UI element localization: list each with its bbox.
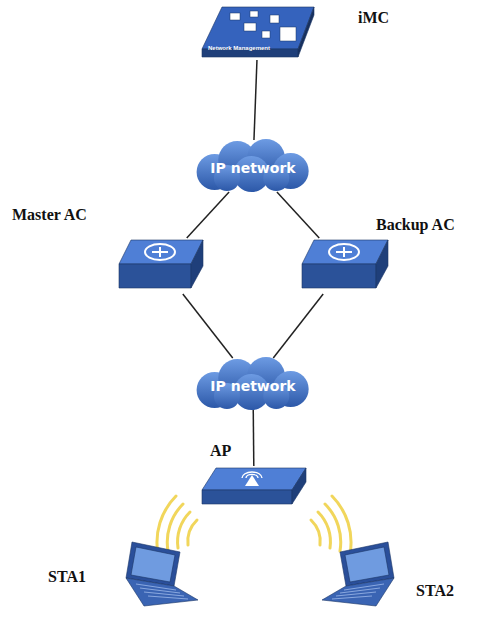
device-label: Master AC (12, 206, 87, 224)
management-server: Network ManagementiMC (200, 5, 316, 60)
device-icon (318, 540, 410, 608)
network-link (277, 192, 319, 238)
laptop-keys (144, 592, 184, 596)
cloud-shape (197, 357, 309, 410)
device-label: STA1 (48, 568, 86, 586)
board-chip (250, 11, 258, 17)
laptop-keys (336, 592, 376, 596)
board-top (202, 7, 314, 49)
device-label: STA2 (416, 582, 454, 600)
device-label: Backup AC (376, 216, 455, 234)
top-face (302, 240, 388, 264)
side-face (376, 240, 388, 288)
device-caption: Network Management (208, 45, 270, 52)
device-label: iMC (358, 9, 389, 27)
network-link (254, 60, 257, 140)
front-face (202, 490, 292, 504)
cloud-label: IP network (210, 379, 295, 394)
top-face (202, 468, 306, 490)
laptop-display (131, 547, 175, 582)
ac-symbol (329, 244, 359, 260)
board-chip (262, 31, 270, 38)
network-link (183, 294, 233, 358)
network-cloud: IP network (192, 140, 313, 192)
board-side (298, 7, 314, 57)
ap-symbol (245, 475, 259, 486)
laptop-keys (136, 584, 176, 590)
board-chip (270, 15, 279, 23)
cloud-shape (197, 139, 309, 192)
device-icon (110, 540, 202, 608)
board-chip (244, 23, 256, 31)
laptop-keys (148, 596, 188, 599)
ac-arrow (343, 247, 345, 257)
access-controller: Backup AC (300, 238, 390, 294)
device-icon (117, 238, 205, 294)
device-icon (300, 238, 390, 294)
ac-symbol (145, 244, 175, 260)
cloud-label: IP network (210, 161, 295, 176)
side-face (191, 240, 203, 288)
board-chip (280, 27, 296, 41)
network-cloud: IP network (192, 358, 313, 410)
laptop-keys (332, 596, 372, 599)
network-link (187, 192, 229, 238)
ap-wave (246, 474, 258, 478)
laptop-keys (344, 584, 384, 590)
laptop-keyboard (126, 578, 198, 606)
device-icon (200, 5, 316, 60)
station-laptop: STA2 (318, 540, 410, 608)
network-link (252, 410, 254, 466)
network-link (273, 294, 323, 358)
laptop-display (345, 547, 389, 582)
device-label: AP (210, 442, 231, 460)
ac-arrow (159, 247, 161, 257)
laptop-keyboard (322, 578, 394, 606)
ap-wave (242, 472, 262, 478)
front-face (302, 264, 376, 288)
access-controller: Master AC (117, 238, 205, 294)
front-face (119, 264, 191, 288)
top-face (119, 240, 203, 264)
access-point: AP (200, 466, 308, 508)
side-face (292, 468, 306, 504)
station-laptop: STA1 (110, 540, 202, 608)
board-chip (230, 13, 240, 20)
device-icon (200, 466, 308, 508)
